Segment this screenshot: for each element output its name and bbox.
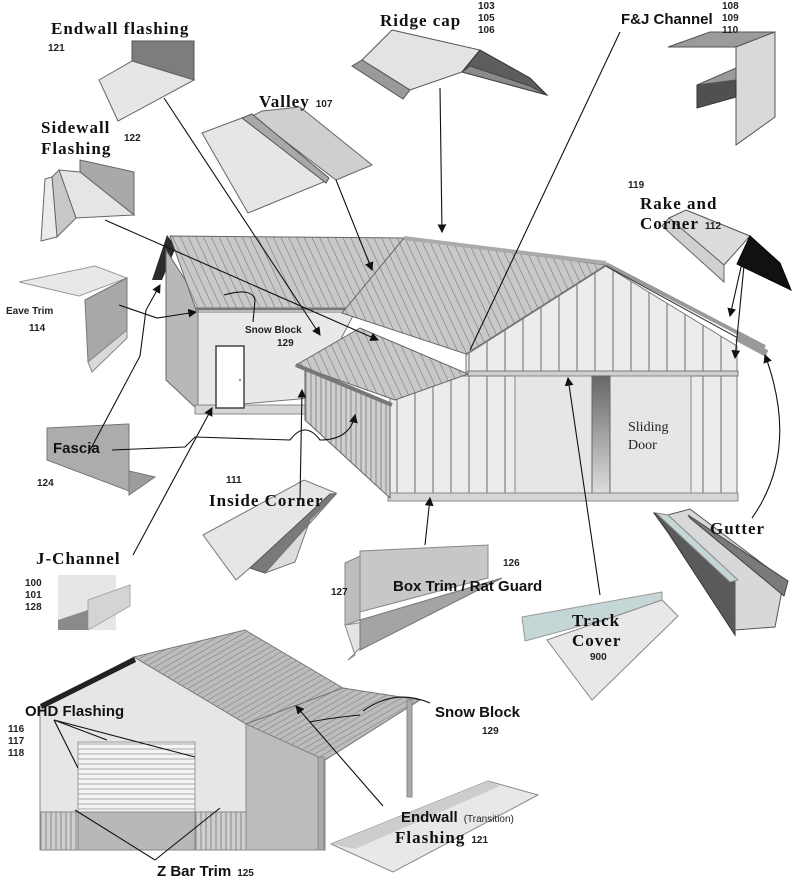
sidewall-flashing-part	[40, 159, 136, 242]
track-cover-label-2: Cover	[572, 631, 622, 650]
ridge-cap-code-3: 106	[478, 25, 495, 36]
endwall-transition-label-1: Endwall	[401, 809, 458, 826]
snow-block-main-code: 129	[277, 338, 294, 349]
fj-channel-part	[667, 31, 776, 146]
fascia-label: Fascia	[53, 440, 100, 457]
j-channel-code-2: 101	[25, 590, 42, 601]
fj-channel-codes: 108 109 110	[722, 2, 739, 36]
fj-channel-code-1: 108	[722, 1, 739, 12]
sliding-door-label-2: Door	[628, 438, 657, 453]
inside-corner-label: Inside Corner	[209, 491, 324, 510]
ohd-flashing-codes: 116 117 118	[8, 725, 24, 759]
j-channel-part	[58, 575, 131, 631]
sidewall-flashing-label-1: Sidewall	[41, 118, 111, 137]
eave-trim-part	[18, 265, 129, 373]
ohd-flashing-label: OHD Flashing	[25, 703, 125, 720]
valley-label-row: Valley 107	[259, 93, 332, 110]
main-building	[152, 235, 769, 502]
sidewall-flashing-code: 122	[124, 133, 141, 144]
snow-block-lean-label: Snow Block	[435, 704, 521, 721]
ohd-flashing-code-2: 117	[8, 736, 25, 747]
fj-channel-label: F&J Channel	[621, 11, 713, 28]
fascia-code: 124	[37, 478, 54, 489]
j-channel-code-3: 128	[25, 602, 42, 613]
box-trim-code-1: 126	[503, 558, 520, 569]
eave-trim-label: Eave Trim	[6, 306, 54, 317]
endwall-transition-label-2: Flashing	[395, 828, 466, 847]
box-trim-code-2: 127	[331, 587, 348, 598]
lower-building	[39, 629, 422, 851]
ridge-cap-part	[351, 29, 549, 100]
track-cover-label-1: Track	[572, 611, 621, 630]
endwall-flashing-label: Endwall flashing	[51, 19, 190, 38]
rake-corner-label-2: Corner	[640, 214, 699, 233]
eave-trim-code: 114	[29, 323, 46, 334]
snow-block-lean-code: 129	[482, 726, 499, 737]
endwall-transition-qualifier: (Transition)	[463, 814, 514, 825]
j-channel-codes: 100 101 128	[25, 579, 42, 613]
z-bar-trim-row: Z Bar Trim 125	[157, 864, 254, 879]
ridge-cap-code-1: 103	[478, 1, 495, 12]
z-bar-trim-code: 125	[237, 868, 254, 879]
gutter-part	[652, 508, 789, 637]
fascia-part	[46, 423, 157, 496]
valley-part	[201, 106, 373, 214]
leader-lines	[53, 31, 781, 861]
snow-block-main-label: Snow Block	[245, 325, 302, 336]
rake-corner-row-2: Corner 112	[640, 215, 721, 232]
inside-corner-part	[202, 479, 338, 581]
box-trim-part	[344, 544, 503, 661]
endwall-transition-code: 121	[471, 835, 489, 846]
ohd-flashing-code-3: 118	[8, 748, 25, 759]
valley-code: 107	[315, 99, 333, 110]
box-trim-label: Box Trim / Rat Guard	[393, 578, 543, 595]
endwall-transition-row-1: Endwall (Transition)	[401, 810, 514, 825]
rake-corner-label-1: Rake and	[640, 194, 718, 213]
j-channel-code-1: 100	[25, 578, 42, 589]
fj-channel-code-3: 110	[722, 25, 739, 36]
ridge-cap-codes: 103 105 106	[478, 2, 495, 36]
ridge-cap-label: Ridge cap	[380, 11, 462, 30]
track-cover-code: 900	[590, 652, 607, 663]
endwall-transition-row-2: Flashing 121	[395, 829, 488, 846]
endwall-flashing-code: 121	[48, 43, 65, 54]
rake-corner-code-1: 119	[628, 180, 645, 191]
endwall-flashing-part	[98, 40, 196, 122]
gutter-label: Gutter	[710, 519, 766, 538]
j-channel-label: J-Channel	[36, 549, 121, 568]
endwall-transition-part	[329, 780, 540, 873]
valley-label: Valley	[259, 92, 310, 111]
fj-channel-code-2: 109	[722, 13, 739, 24]
rake-corner-code-2: 112	[704, 221, 722, 232]
ohd-flashing-code-1: 116	[8, 724, 25, 735]
ridge-cap-code-2: 105	[478, 13, 495, 24]
rake-corner-part	[661, 209, 792, 292]
track-cover-part	[521, 591, 679, 701]
inside-corner-code: 111	[226, 475, 242, 486]
sidewall-flashing-label-2: Flashing	[41, 139, 112, 158]
z-bar-trim-label: Z Bar Trim	[157, 863, 232, 880]
sliding-door-label-1: Sliding	[628, 420, 669, 435]
